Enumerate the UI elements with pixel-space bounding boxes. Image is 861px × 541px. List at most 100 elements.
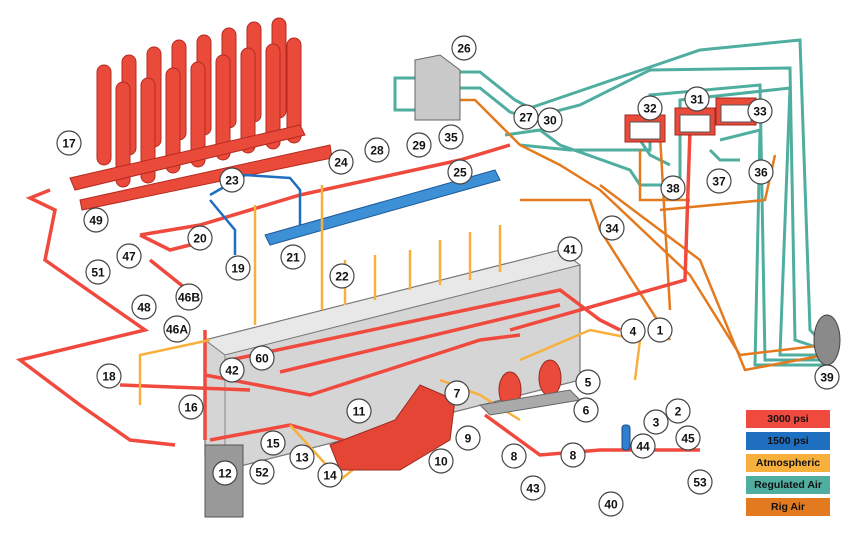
callout-text: 35 (444, 131, 458, 145)
callout-text: 2 (675, 405, 682, 419)
callout-17: 17 (56, 130, 82, 156)
callout-35: 35 (438, 124, 464, 150)
callout-text: 39 (820, 371, 834, 385)
callout-text: 23 (225, 174, 239, 188)
callout-22: 22 (329, 263, 355, 289)
pump-motor (329, 384, 456, 471)
callout-8: 8 (501, 443, 527, 469)
callout-text: 42 (225, 364, 239, 378)
callout-text: 45 (681, 432, 695, 446)
callout-text: 18 (102, 370, 116, 384)
bladder-accumulators (478, 359, 582, 416)
callout-40: 40 (598, 491, 624, 517)
callout-14: 14 (317, 462, 343, 488)
callout-text: 51 (91, 266, 105, 280)
callout-48: 48 (131, 294, 157, 320)
callout-46a: 46A (163, 315, 191, 343)
callout-47: 47 (116, 243, 142, 269)
callout-10: 10 (428, 448, 454, 474)
callout-11: 11 (346, 398, 372, 424)
callout-12: 12 (212, 460, 238, 486)
callout-text: 33 (753, 105, 767, 119)
callout-text: 24 (334, 156, 348, 170)
callout-text: 47 (122, 250, 136, 264)
callout-text: 4 (630, 325, 637, 339)
legend-1500-psi: 1500 psi (746, 432, 830, 450)
callout-20: 20 (187, 225, 213, 251)
callout-text: 43 (526, 482, 540, 496)
callout-33: 33 (747, 98, 773, 124)
callout-52: 52 (249, 459, 275, 485)
callout-27: 27 (513, 104, 539, 130)
callout-60: 60 (249, 345, 275, 371)
callout-text: 13 (295, 451, 309, 465)
callout-text: 9 (465, 432, 472, 446)
rig-air-lines (460, 98, 826, 372)
callout-13: 13 (289, 444, 315, 470)
accumulator-bank (69, 17, 333, 211)
callout-4: 4 (620, 318, 646, 344)
callout-text: 29 (412, 139, 426, 153)
callout-text: 48 (137, 301, 151, 315)
callout-16: 16 (178, 394, 204, 420)
callout-3: 3 (643, 409, 669, 435)
callout-text: 28 (370, 144, 384, 158)
callout-23: 23 (219, 167, 245, 193)
callout-text: 32 (643, 102, 657, 116)
legend-atmospheric: Atmospheric (746, 454, 830, 472)
legend-rig-air: Rig Air (746, 498, 830, 516)
legend-regulated-air: Regulated Air (746, 476, 830, 494)
callout-text: 25 (453, 166, 467, 180)
callout-44: 44 (630, 433, 656, 459)
callout-text: 10 (434, 455, 448, 469)
callout-text: 7 (454, 387, 461, 401)
callout-text: 11 (353, 405, 366, 419)
callout-34: 34 (599, 215, 625, 241)
callout-9: 9 (455, 425, 481, 451)
junction-box (414, 54, 461, 121)
callout-7: 7 (444, 380, 470, 406)
callout-text: 30 (543, 114, 557, 128)
callout-text: 19 (231, 262, 245, 276)
callout-25: 25 (447, 159, 473, 185)
callout-text: 37 (712, 175, 726, 189)
callout-text: 27 (519, 111, 533, 125)
1500-psi-manifold (264, 169, 501, 246)
callout-30: 30 (537, 107, 563, 133)
callout-37: 37 (706, 168, 732, 194)
callout-text: 52 (255, 466, 269, 480)
callout-text: 26 (457, 42, 471, 56)
callout-42: 42 (219, 357, 245, 383)
callout-text: 22 (335, 270, 349, 284)
callout-text: 46B (178, 291, 200, 305)
callout-19: 19 (225, 255, 251, 281)
callout-text: 5 (585, 376, 592, 390)
regulated-air-lines (393, 38, 827, 367)
callout-text: 16 (184, 401, 198, 415)
callout-text: 21 (286, 251, 300, 265)
callout-28: 28 (364, 137, 390, 163)
callout-text: 53 (693, 476, 707, 490)
callout-text: 46A (166, 323, 188, 337)
callout-text: 8 (511, 450, 518, 464)
callout-text: 38 (666, 182, 680, 196)
callout-text: 31 (690, 93, 704, 107)
callout-26: 26 (451, 35, 477, 61)
callout-21: 21 (280, 244, 306, 270)
callout-43: 43 (520, 475, 546, 501)
callout-41: 41 (557, 236, 583, 262)
callout-38: 38 (660, 175, 686, 201)
callout-1: 1 (647, 317, 673, 343)
callout-text: 20 (193, 232, 207, 246)
callout-text: 12 (218, 467, 232, 481)
callout-6: 6 (573, 397, 599, 423)
callout-36: 36 (748, 159, 774, 185)
callout-text: 41 (563, 243, 577, 257)
callout-31: 31 (684, 86, 710, 112)
callout-15: 15 (260, 430, 286, 456)
atmospheric-lines (138, 185, 642, 482)
callout-5: 5 (575, 369, 601, 395)
control-panels (624, 97, 757, 143)
